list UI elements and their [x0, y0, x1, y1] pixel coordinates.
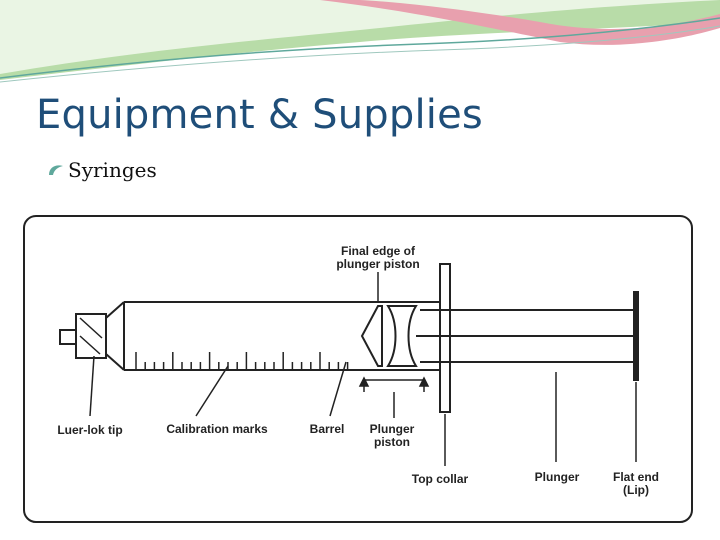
label-calibration-marks: Calibration marks [166, 422, 268, 436]
syringe-body [59, 263, 639, 413]
luer-lok-threads [79, 317, 103, 355]
flat-end-lip [633, 291, 639, 381]
label-luer-lok-tip: Luer-lok tip [57, 423, 122, 437]
label-plunger-piston-line2: piston [374, 435, 410, 449]
leader-luer-lok [89, 355, 95, 417]
slide-title: Equipment & Supplies [36, 92, 483, 138]
label-final-edge-line1: Final edge of [341, 244, 416, 258]
leader-lines [89, 272, 637, 466]
label-final-edge-line2: plunger piston [336, 257, 419, 271]
wave-pink [320, 0, 720, 45]
label-top-collar: Top collar [412, 472, 469, 486]
label-barrel: Barrel [310, 422, 345, 436]
wave-teal-line [0, 17, 720, 79]
calibration-marks [135, 352, 349, 370]
curved-bullet-icon [49, 165, 63, 175]
label-plunger-piston-line1: Plunger [370, 422, 415, 436]
leader-calibration [195, 365, 229, 417]
bullet-text: Syringes [68, 158, 157, 182]
bullet-item: Syringes [46, 158, 157, 182]
label-plunger: Plunger [535, 470, 580, 484]
piston-tip [360, 305, 383, 367]
top-collar-shape [439, 263, 451, 413]
luer-lok-hub [75, 313, 107, 359]
piston-rubber [386, 305, 418, 367]
piston-width-arrows [358, 376, 430, 392]
wave-teal-line-2 [0, 25, 720, 83]
label-flat-end-line1: Flat end [613, 470, 659, 484]
leader-barrel [329, 361, 347, 417]
wave-green [0, 0, 720, 80]
label-flat-end-line2: (Lip) [623, 483, 649, 497]
barrel-taper [105, 301, 125, 371]
